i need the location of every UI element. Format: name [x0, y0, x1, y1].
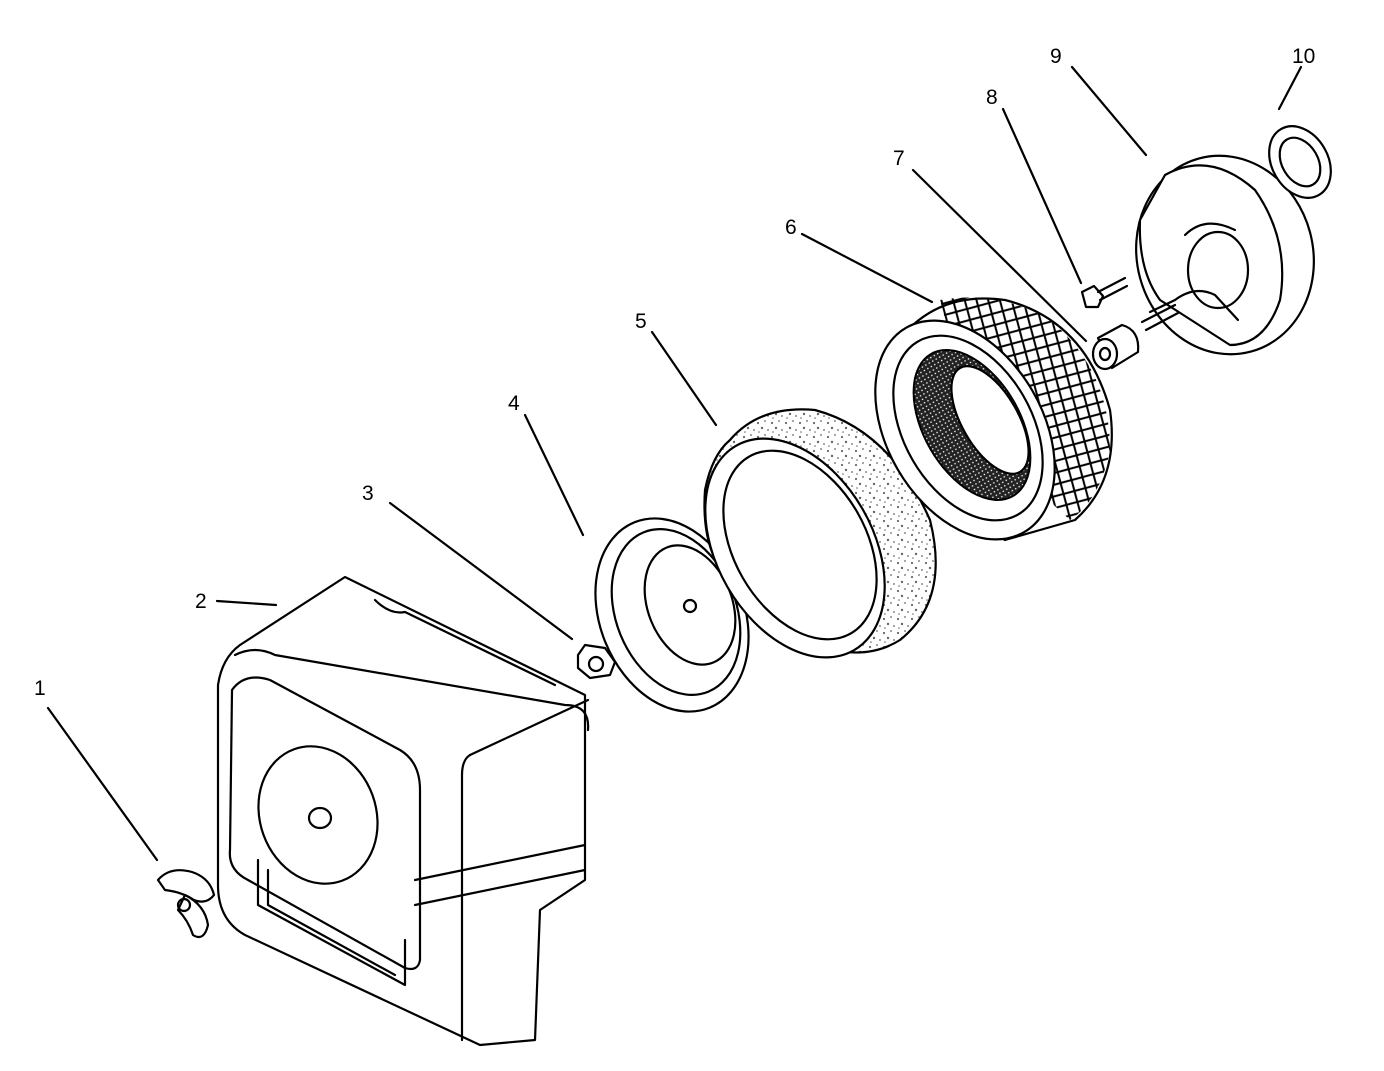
- callout-1: 1: [34, 677, 46, 700]
- back-plate-part: [1135, 154, 1315, 356]
- callout-10: 10: [1292, 45, 1315, 68]
- callout-5: 5: [635, 310, 647, 333]
- callout-3: 3: [362, 482, 374, 505]
- wing-nut-part: [156, 869, 216, 939]
- bolt-part: [1080, 276, 1129, 309]
- callout-6: 6: [785, 216, 797, 239]
- callout-7: 7: [893, 147, 905, 170]
- callout-4: 4: [508, 392, 520, 415]
- air-cleaner-cover-part: [216, 575, 590, 1047]
- leader-lines: [46, 65, 1303, 862]
- hex-nut-part: [576, 643, 617, 680]
- callout-9: 9: [1050, 45, 1062, 68]
- callout-8: 8: [986, 86, 998, 109]
- foam-precleaner-part: [703, 408, 937, 659]
- callout-labels: 1 2 3 4 5 6 7 8 9 10: [34, 45, 1315, 700]
- paper-element-part: [874, 297, 1113, 542]
- callout-2: 2: [195, 590, 207, 613]
- spacer-part: [1091, 323, 1140, 371]
- gasket-part: [1268, 125, 1332, 199]
